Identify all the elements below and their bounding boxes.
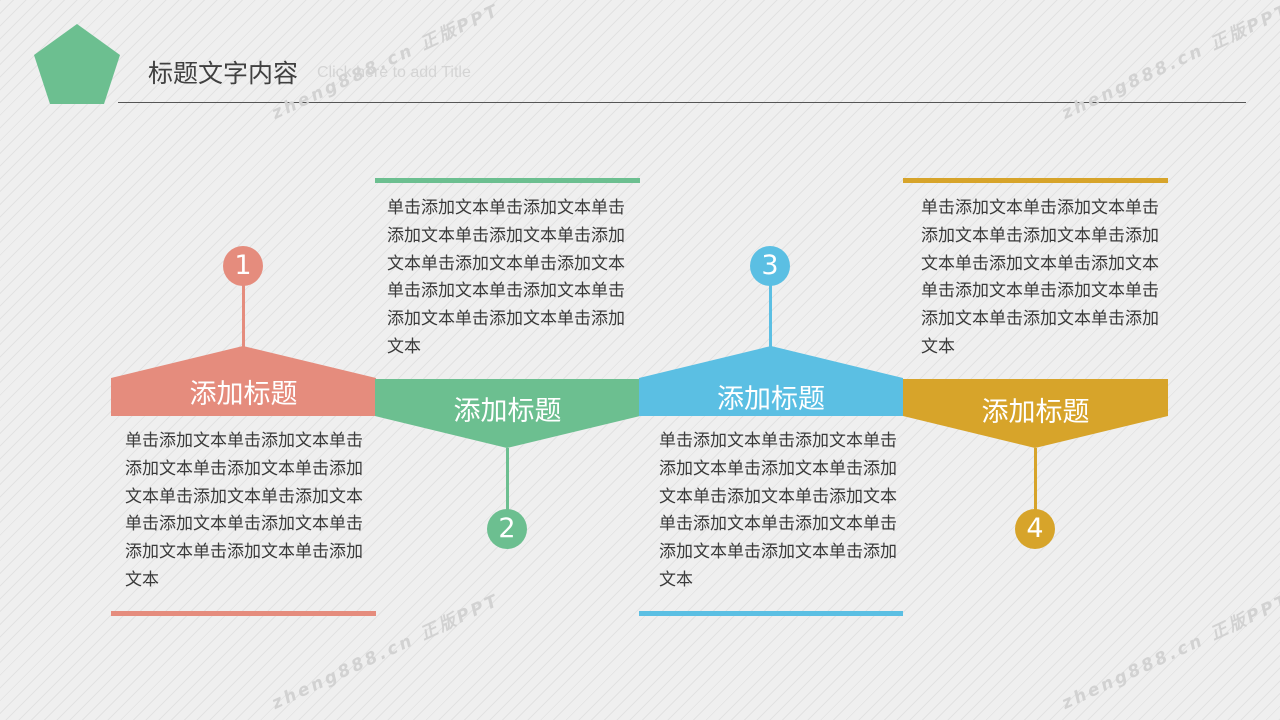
step-text-2[interactable]: 单击添加文本单击添加文本单击添加文本单击添加文本单击添加文本单击添加文本单击添加…	[387, 198, 625, 357]
page-title[interactable]: 标题文字内容	[148, 59, 299, 88]
step-label-2[interactable]: 添加标题	[453, 396, 562, 427]
accent-bar-3	[639, 611, 903, 616]
step-shape-4	[903, 379, 1168, 448]
title-placeholder[interactable]: Click here to add Title	[317, 64, 471, 81]
step-shape-3	[639, 346, 903, 416]
step-label-4[interactable]: 添加标题	[981, 397, 1090, 428]
accent-bar-2	[375, 178, 640, 183]
step-label-3[interactable]: 添加标题	[717, 384, 825, 415]
step-number-1: 1	[223, 246, 263, 286]
step-shape-2	[375, 379, 640, 448]
connector-1	[242, 285, 245, 347]
pentagon-icon	[34, 24, 120, 104]
step-text-4[interactable]: 单击添加文本单击添加文本单击添加文本单击添加文本单击添加文本单击添加文本单击添加…	[921, 198, 1159, 357]
connector-2	[506, 448, 509, 510]
step-number-4: 4	[1015, 509, 1055, 549]
accent-bar-4	[903, 178, 1168, 183]
connector-3	[769, 285, 772, 347]
step-text-3[interactable]: 单击添加文本单击添加文本单击添加文本单击添加文本单击添加文本单击添加文本单击添加…	[659, 431, 897, 590]
header-divider	[118, 102, 1246, 103]
step-label-1[interactable]: 添加标题	[189, 379, 298, 410]
step-number-2: 2	[487, 509, 527, 549]
step-shape-1	[111, 346, 376, 416]
connector-4	[1034, 448, 1037, 510]
step-text-1[interactable]: 单击添加文本单击添加文本单击添加文本单击添加文本单击添加文本单击添加文本单击添加…	[125, 431, 363, 590]
step-number-3: 3	[750, 246, 790, 286]
accent-bar-1	[111, 611, 376, 616]
